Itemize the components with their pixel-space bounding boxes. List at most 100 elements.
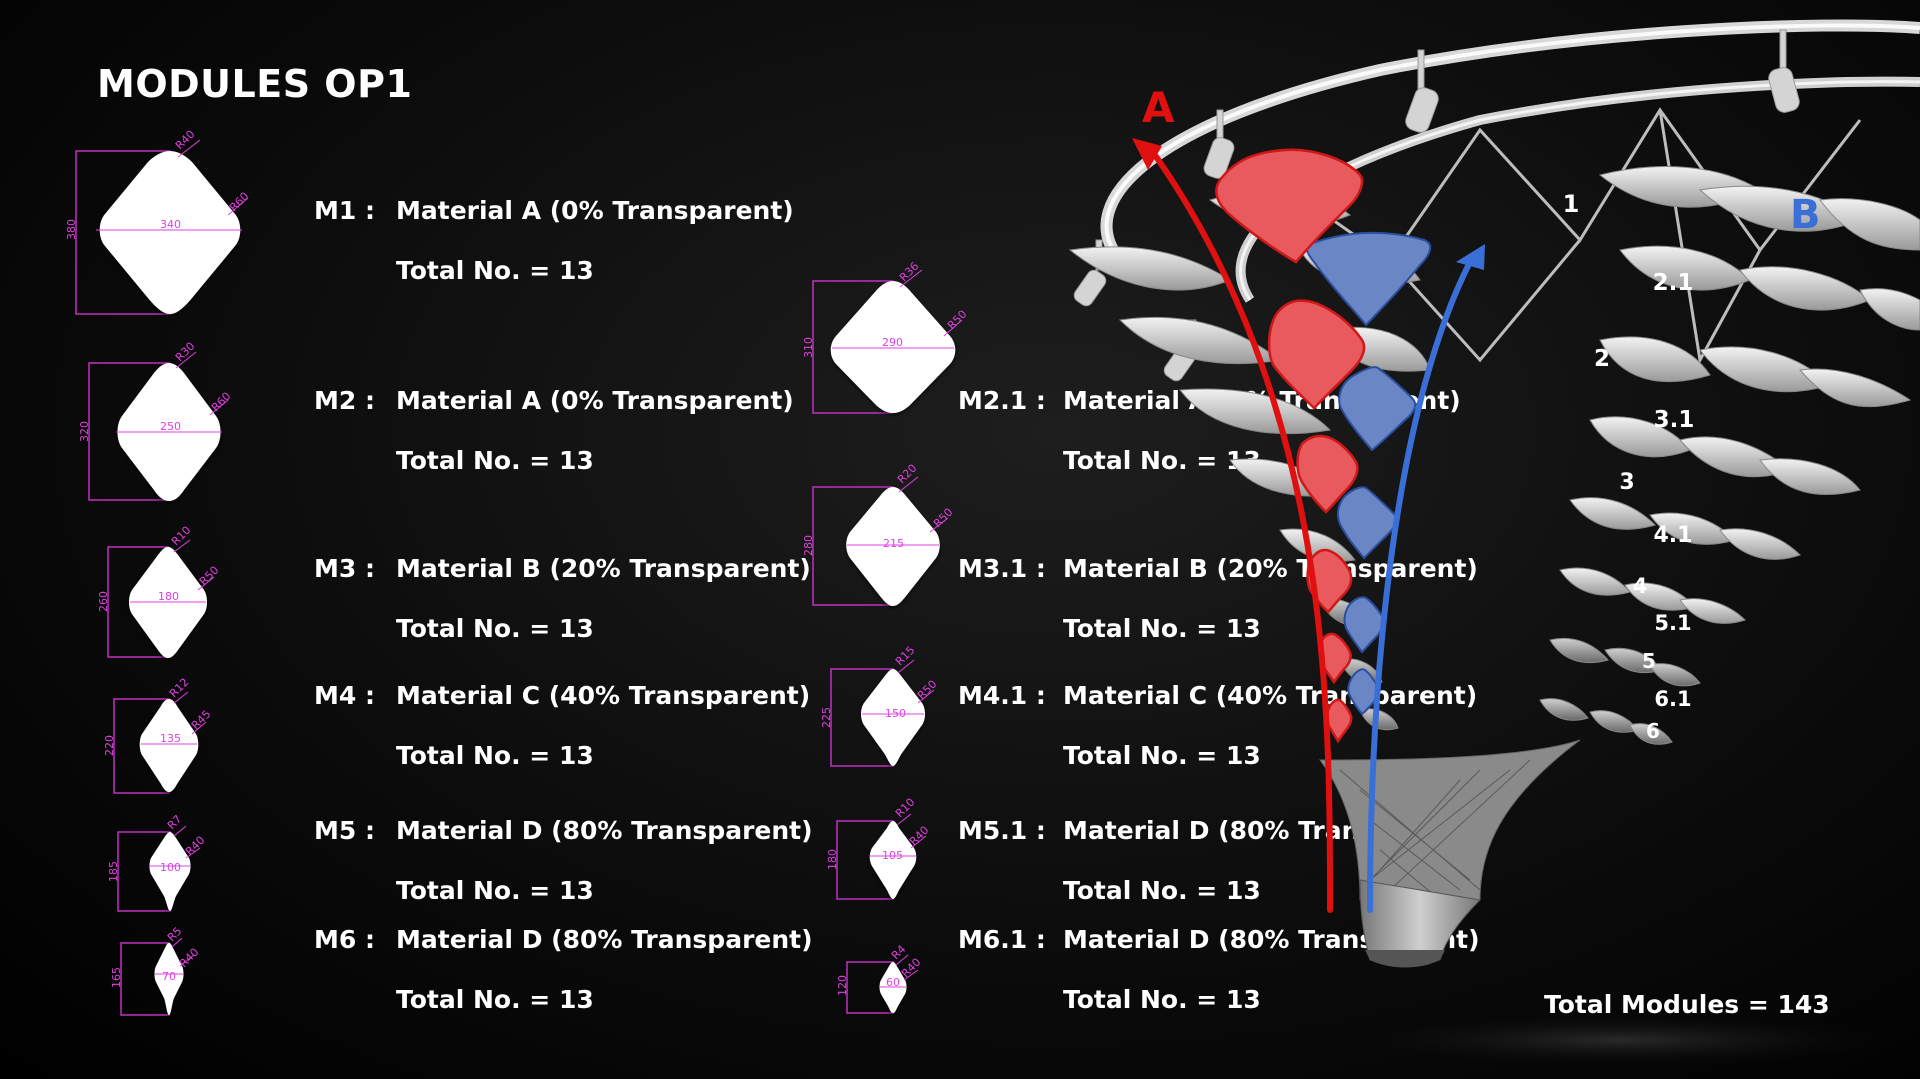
blue-label-5-1: 5.1 [1654,611,1691,635]
module-m2-1-drawing: 310 290 R36 R50 [802,260,969,414]
red-module-6 [1325,698,1353,744]
m3-height-dim: 260 [97,591,110,612]
red-label-4: 4 [1633,574,1648,598]
m4-1-height-dim: 225 [820,707,833,728]
m3-material: Material B (20% Transparent) [396,554,811,583]
m1-code: M1 : [314,196,375,225]
m2-material: Material A (0% Transparent) [396,386,794,415]
floor-shadow [1300,1010,1920,1070]
route-a-arrow [1147,145,1333,913]
m1-total: Total No. = 13 [396,256,594,285]
m2-r2-dim: R60 [209,390,233,414]
module-m6-drawing: 165 70 R5 R40 [110,925,201,1016]
m5-height-dim: 185 [107,861,120,882]
m5-1-height-dim: 180 [826,849,839,870]
m3-1-height-dim: 280 [802,535,815,556]
m1-r1-dim: R40 [173,128,197,152]
m5-material: Material D (80% Transparent) [396,816,813,845]
m6-1-total: Total No. = 13 [1063,985,1261,1014]
m4-material: Material C (40% Transparent) [396,681,811,710]
red-label-6: 6 [1646,719,1660,743]
m4-total: Total No. = 13 [396,741,594,770]
m6-height-dim: 165 [110,967,123,988]
m2-total: Total No. = 13 [396,446,594,475]
module-m3-drawing: 260 180 R10 R50 [97,524,221,658]
blue-modules [1306,231,1432,716]
blue-label-4-1: 4.1 [1654,523,1693,548]
m2-r1-dim: R30 [173,340,197,364]
ceiling-ring [1100,19,1920,303]
m4-r1-dim: R12 [167,676,191,700]
m3-code: M3 : [314,554,375,583]
m6-r1-dim: R5 [165,925,185,945]
route-arrows [1132,138,1485,913]
m4-r2-dim: R45 [189,708,213,732]
m3-r2-dim: R50 [197,564,221,588]
m2-1-code: M2.1 : [958,386,1046,415]
red-module-2 [1267,299,1366,410]
m6-width-dim: 70 [162,970,176,983]
m2-1-width-dim: 290 [882,336,903,349]
page-title: MODULES OP1 [97,62,413,106]
blue-module-5-1 [1343,596,1385,654]
m3-1-code: M3.1 : [958,554,1046,583]
module-m5-drawing: 185 100 R7 R40 [107,813,207,912]
red-module-3 [1296,434,1359,514]
funnel-render: A B 1 2.1 2 3.1 3 4.1 4 5.1 5 6.1 6 [1068,19,1920,1070]
blue-module-3-1 [1338,366,1417,452]
m3-r1-dim: R10 [169,524,193,548]
m2-1-height-dim: 310 [802,337,815,358]
blue-label-6-1: 6.1 [1654,687,1691,711]
module-drawings: 380 340 R40 R60 320 250 R30 R60 260 180 … [65,128,969,1016]
module-m6-1-drawing: 120 60 R4 R40 [836,943,923,1014]
m5-1-code: M5.1 : [958,816,1046,845]
m3-width-dim: 180 [158,590,179,603]
m3-1-width-dim: 215 [883,537,904,550]
m3-1-total: Total No. = 13 [1063,614,1261,643]
m3-1-r1-dim: R20 [895,462,919,486]
m4-1-width-dim: 150 [885,707,906,720]
blue-label-2-1: 2.1 [1653,270,1694,296]
module-m3-1-drawing: 280 215 R20 R50 [802,462,955,606]
m4-height-dim: 220 [103,735,116,756]
m1-width-dim: 340 [160,218,181,231]
m6-1-code: M6.1 : [958,925,1046,954]
m6-total: Total No. = 13 [396,985,594,1014]
m2-width-dim: 250 [160,420,181,433]
red-label-3: 3 [1619,470,1634,495]
module-m1-drawing: 380 340 R40 R60 [65,128,251,315]
m5-1-r1-dim: R10 [893,796,917,820]
m6-1-width-dim: 60 [886,976,900,989]
m6-material: Material D (80% Transparent) [396,925,813,954]
red-module-4 [1306,548,1353,614]
red-label-2: 2 [1594,346,1610,372]
m6-1-r1-dim: R4 [889,943,909,963]
m4-1-code: M4.1 : [958,681,1046,710]
module-m2-drawing: 320 250 R30 R60 [78,340,233,501]
total-modules: Total Modules = 143 [1544,990,1830,1019]
red-module-1 [1215,148,1364,264]
red-modules [1215,148,1366,744]
module-m4-1-drawing: 225 150 R15 R50 [820,644,939,767]
module-m5-1-drawing: 180 105 R10 R40 [826,796,931,900]
m2-1-r2-dim: R50 [945,308,969,332]
red-label-1: 1 [1563,190,1580,218]
m5-1-total: Total No. = 13 [1063,876,1261,905]
m2-height-dim: 320 [78,421,91,442]
m4-1-r1-dim: R15 [893,644,917,668]
m5-width-dim: 100 [160,861,181,874]
m6-code: M6 : [314,925,375,954]
route-b-arrow [1367,259,1473,913]
petal-field [1068,166,1920,745]
blue-module-2-1 [1306,231,1432,327]
funnel-lower [1319,739,1581,901]
m3-1-material: Material B (20% Transparent) [1063,554,1478,583]
m1-material: Material A (0% Transparent) [396,196,794,225]
m2-1-r1-dim: R36 [897,260,921,284]
module-m4-drawing: 220 135 R12 R45 [103,676,213,794]
blue-module-6-1 [1347,668,1380,716]
m1-height-dim: 380 [65,219,78,240]
m5-1-width-dim: 105 [882,849,903,862]
route-a-label: A [1142,83,1175,132]
m3-total: Total No. = 13 [396,614,594,643]
